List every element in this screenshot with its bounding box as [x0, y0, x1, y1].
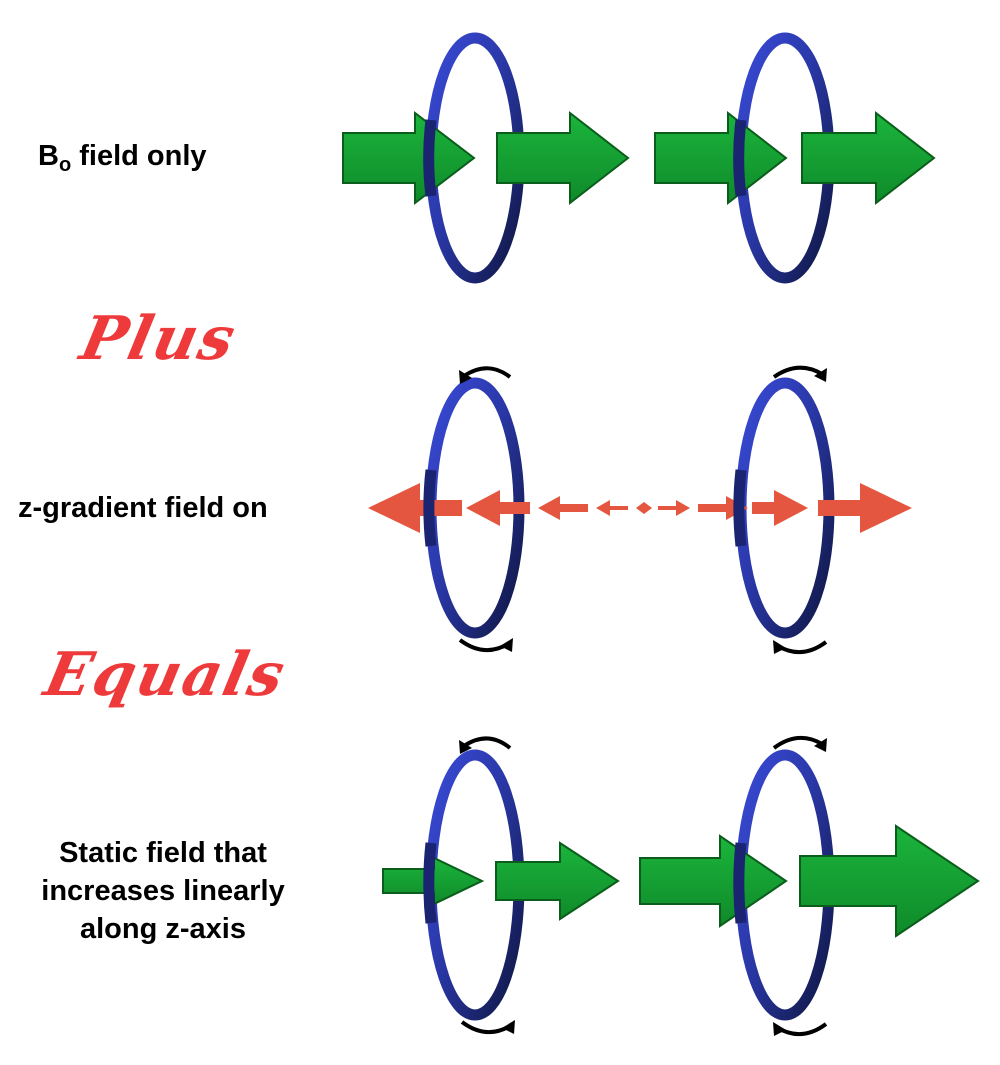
- current-arrow: [772, 736, 824, 750]
- gradient-arrow: [596, 500, 628, 516]
- field-arrow: [342, 110, 476, 206]
- current-arrow: [462, 366, 512, 379]
- current-arrow-head: [773, 640, 786, 654]
- current-arrow-head: [459, 740, 472, 754]
- field-arrow: [799, 824, 980, 938]
- current-arrow: [458, 638, 510, 652]
- current-arrow: [460, 1020, 512, 1034]
- field-arrow: [654, 110, 788, 206]
- label-static-line-2: increases linearly: [41, 875, 285, 907]
- label-b0-field-only: Bo field only: [38, 138, 207, 183]
- coil-front-segment: [733, 842, 747, 924]
- current-arrow: [776, 1022, 828, 1036]
- row-combined-field: [382, 736, 980, 1036]
- gradient-center-dot: [636, 502, 652, 514]
- current-arrow-head: [773, 1022, 786, 1036]
- field-arrow: [639, 834, 788, 928]
- connector-plus: Plus: [74, 304, 243, 374]
- label-static-line-3: along z-axis: [80, 913, 246, 945]
- gradient-arrow: [658, 500, 690, 516]
- gradient-arrow: [368, 483, 462, 533]
- current-arrow-head: [502, 1020, 515, 1034]
- coil-front-segment: [423, 842, 437, 924]
- current-arrow: [772, 365, 824, 379]
- label-static-field: Static field that increases linearly alo…: [38, 834, 288, 948]
- field-arrow: [495, 841, 620, 921]
- label-z-gradient-field-on: z-gradient field on: [18, 492, 268, 524]
- current-arrow-head: [814, 368, 827, 382]
- label-b0-rest: field only: [71, 140, 207, 172]
- field-arrow: [801, 110, 936, 206]
- current-arrow-head: [500, 638, 513, 652]
- gradient-arrow: [538, 496, 588, 520]
- field-arrow: [496, 110, 630, 206]
- gradient-arrow: [752, 490, 808, 526]
- current-arrow-head: [459, 370, 472, 384]
- label-b0-main: B: [38, 140, 59, 172]
- label-b0-subscript: o: [58, 154, 72, 176]
- coil-front-segment: [733, 119, 747, 197]
- row-b0-field: [342, 32, 936, 284]
- current-arrow: [462, 736, 512, 750]
- label-static-line-1: Static field that: [59, 837, 267, 869]
- row-z-gradient: [368, 365, 912, 654]
- coil-front-segment: [733, 469, 747, 547]
- connector-equals: Equals: [38, 640, 293, 710]
- coil-front-segment: [423, 469, 437, 547]
- gradient-arrow: [818, 483, 912, 533]
- current-arrow: [776, 640, 828, 654]
- coil-front-segment: [423, 119, 437, 197]
- current-arrow-head: [814, 738, 827, 752]
- gradient-arrow: [466, 490, 530, 526]
